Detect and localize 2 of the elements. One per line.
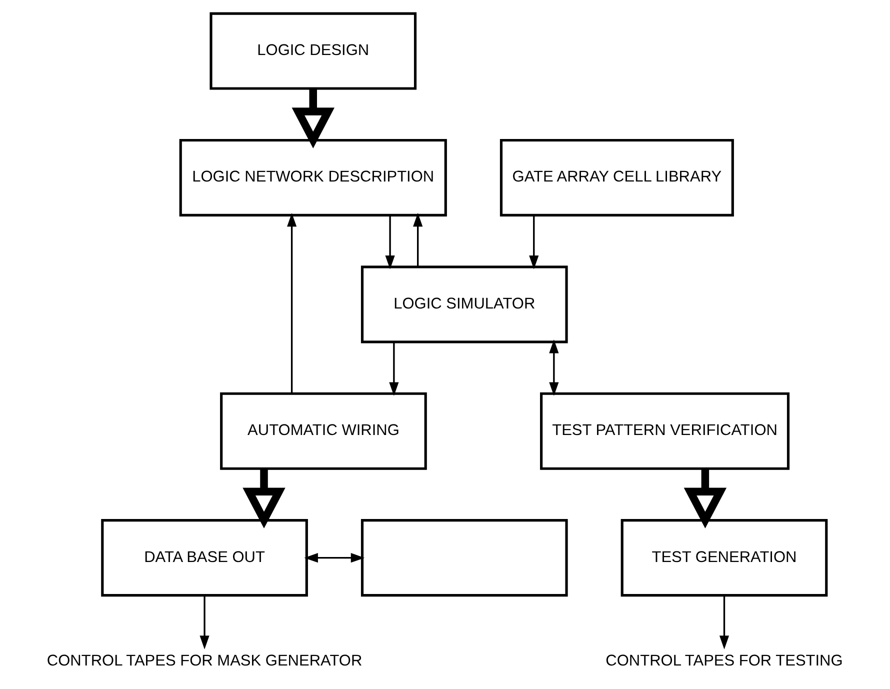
node-text: CONTROL TAPES FOR MASK GENERATOR — [46, 652, 362, 670]
node-text: CONTROL TAPES FOR TESTING — [606, 652, 843, 670]
